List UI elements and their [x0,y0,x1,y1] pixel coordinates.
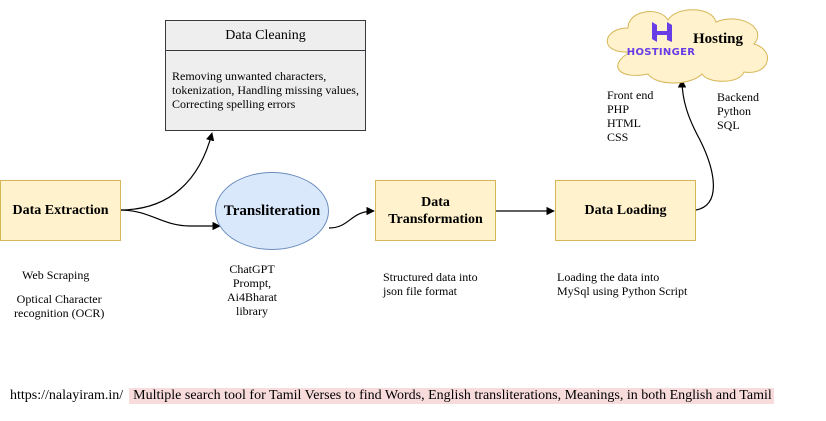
footer-description: Multiple search tool for Tamil Verses to… [129,388,774,404]
arrow-transliteration-to-transformation [328,206,375,229]
data-loading-label: Data Loading [584,203,667,218]
hosting-label: Hosting [693,31,744,47]
data-transformation-node: Data Transformation [375,180,496,241]
data-extraction-node: Data Extraction [0,180,121,241]
loading-note-text: Loading the data into MySql using Python… [557,270,688,298]
extraction-web-text: Web Scraping [22,268,90,282]
backend-stack-text: Backend Python SQL [717,90,759,132]
extraction-ocr-text: Optical Character recognition (OCR) [14,292,105,320]
arrow-loading-to-hosting [677,79,714,211]
data-cleaning-title: Data Cleaning [166,21,365,51]
data-cleaning-node: Data Cleaning Removing unwanted characte… [165,20,366,131]
arrow-extraction-to-cleaning [119,132,215,211]
hostinger-logo-icon [652,22,672,42]
transformation-note-text: Structured data into json file format [383,270,478,298]
data-extraction-label: Data Extraction [12,203,109,218]
transliteration-tools-text: ChatGPT Prompt, Ai4Bharat library [227,262,277,318]
data-cleaning-description: Removing unwanted characters, tokenizati… [172,69,359,111]
footer-url: https://nalayiram.in/ [10,388,124,403]
arrow-extraction-to-transliteration [119,209,221,231]
data-loading-node: Data Loading [555,180,696,241]
frontend-stack-text: Front end PHP HTML CSS [607,88,654,144]
data-transformation-label: Data Transformation [388,194,483,227]
footer-caption: https://nalayiram.in/ Multiple search to… [10,386,774,406]
transliteration-label: Transliteration [223,202,321,219]
hosting-cloud [606,9,768,84]
hostinger-brand: HOSTINGER [626,47,696,58]
transliteration-node: Transliteration [215,172,329,250]
